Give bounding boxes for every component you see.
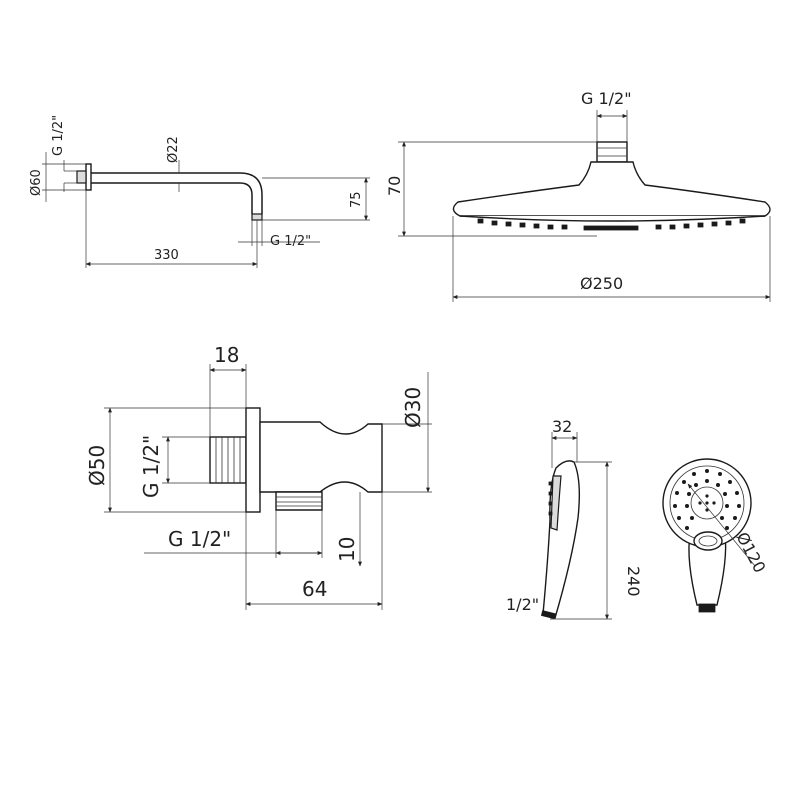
wall-holder-drawing: 18 Ø50 G 1/2" Ø30 G 1/2" 10 64 (85, 343, 432, 610)
hand-shower-head-center (690, 486, 724, 520)
hand-shower-selector-button (693, 531, 723, 551)
arm-outlet-thread-label: G 1/2" (270, 234, 311, 249)
holder-depth-label: 18 (214, 343, 239, 367)
hand-shower-side-nozzles (548, 481, 553, 516)
holder-length-label: 64 (302, 577, 327, 601)
head-diameter-label: Ø250 (580, 274, 623, 293)
holder-flange (245, 407, 261, 513)
head-connector (596, 141, 628, 163)
head-nozzles (477, 218, 746, 231)
arm-tube-diameter-label: Ø22 (166, 136, 181, 163)
arm-tube-top (91, 172, 263, 214)
arm-inlet-thread (76, 170, 87, 184)
hand-shower-side-body (542, 460, 581, 619)
holder-body (259, 421, 383, 493)
hand-shower-front-thread (698, 603, 716, 613)
arm-flange-diameter-label: Ø60 (29, 169, 44, 196)
hand-shower-thread-label: 1/2" (506, 595, 539, 614)
hand-shower-front-nozzles (673, 469, 741, 530)
hand-shower-front-drawing: Ø120 (662, 458, 769, 613)
holder-inlet-thread-label: G 1/2" (139, 435, 163, 498)
hand-shower-side-drawing: 32 240 1/2" (506, 417, 643, 620)
hand-shower-thickness-label: 32 (552, 417, 572, 436)
hand-shower-length-label: 240 (624, 566, 643, 597)
arm-wall-flange (85, 163, 92, 191)
head-body (452, 161, 771, 217)
head-face (459, 215, 766, 222)
head-thread-label: G 1/2" (581, 89, 632, 108)
hand-shower-side-thread (540, 610, 556, 620)
arm-tube-bottom (91, 182, 253, 214)
arm-length-label: 330 (154, 248, 179, 263)
holder-outlet-nut (275, 491, 323, 511)
hand-shower-diameter-label: Ø120 (732, 529, 769, 576)
holder-flange-diameter-label: Ø50 (85, 445, 109, 486)
holder-outlet-offset-label: 10 (335, 537, 359, 562)
hand-shower-handle (688, 533, 727, 606)
arm-thread-label: G 1/2" (51, 115, 66, 156)
head-height-label: 70 (385, 176, 404, 196)
holder-cup-diameter-label: Ø30 (401, 387, 425, 428)
shower-head-drawing: G 1/2" 70 Ø250 (385, 89, 771, 302)
arm-outlet-thread (251, 213, 263, 221)
shower-arm-drawing: G 1/2" Ø60 Ø22 75 330 G 1/2" (29, 115, 370, 268)
holder-outlet-thread-label: G 1/2" (168, 527, 231, 551)
arm-drop-height-label: 75 (349, 191, 364, 208)
